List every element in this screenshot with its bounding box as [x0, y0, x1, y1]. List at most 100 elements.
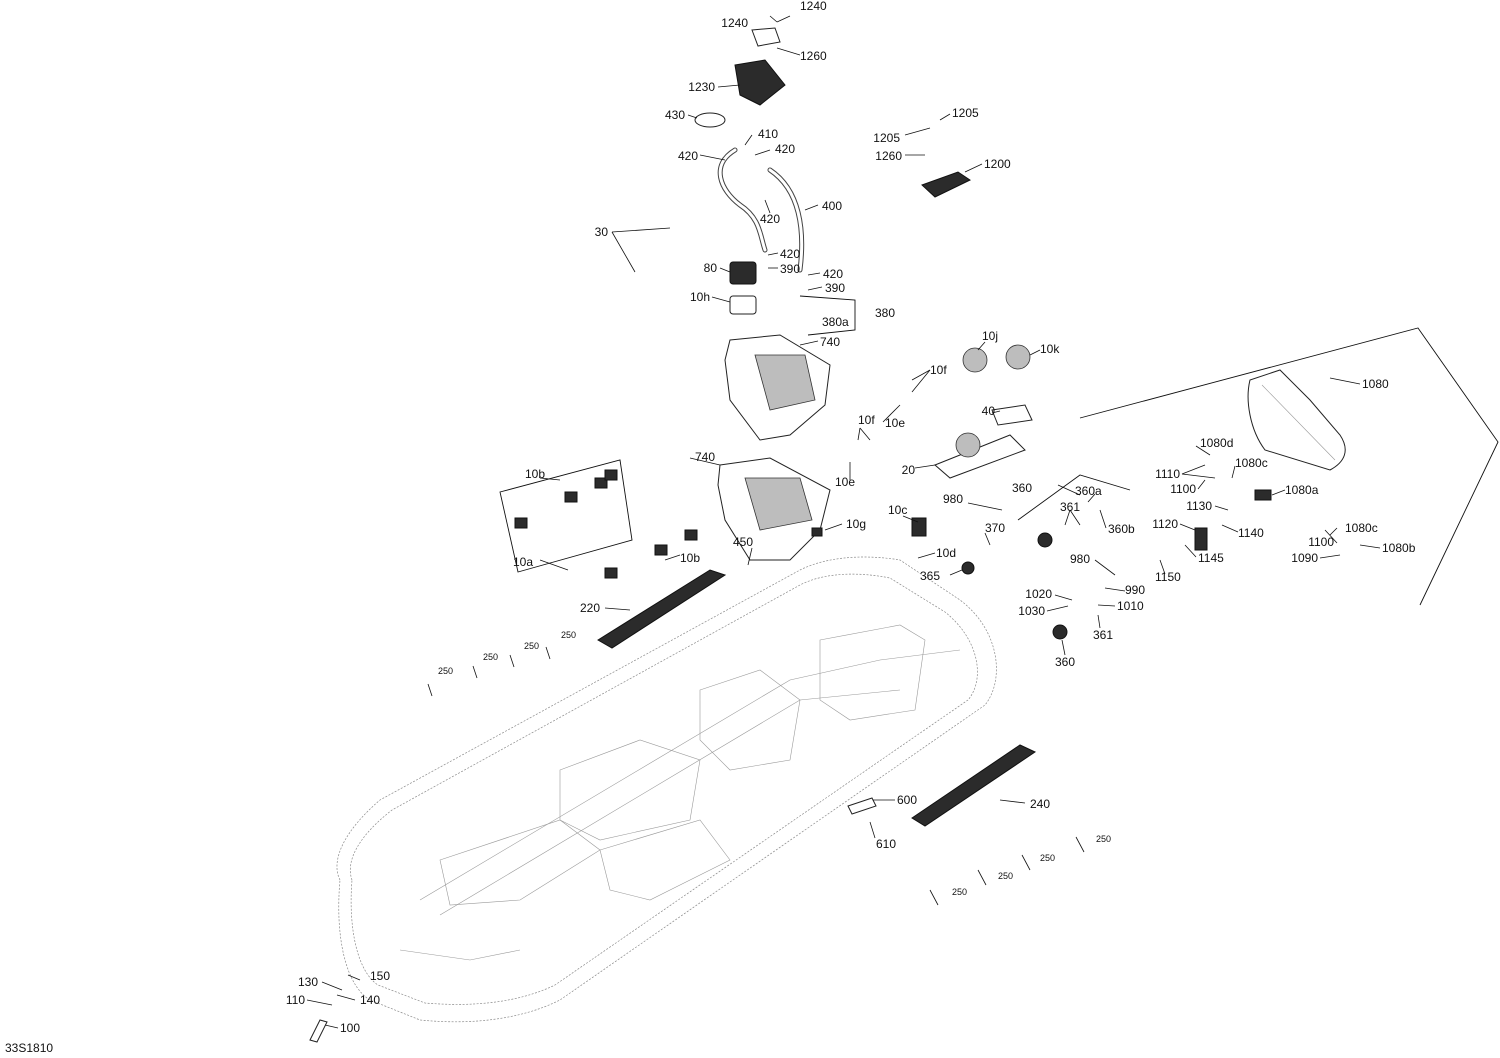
part-10c-shape [911, 517, 927, 537]
callout-labels: 1240 1240 1260 1230 430 410 420 420 420 … [286, 0, 1416, 1035]
callout-label: 365 [920, 569, 940, 583]
part-10j-shape [962, 347, 988, 373]
callout-label: 360 [1055, 655, 1075, 669]
part-360-upper-shape [1037, 532, 1053, 548]
callout-label: 1080d [1200, 436, 1233, 450]
callout-label: 10k [1040, 342, 1060, 356]
callout-label: 740 [695, 450, 715, 464]
part-600-shape [847, 797, 877, 815]
callout-label: 390 [780, 262, 800, 276]
leader-lines [306, 15, 1381, 1029]
callout-label: 250 [998, 871, 1013, 881]
callout-label: 10e [885, 416, 905, 430]
callout-label: 10b [680, 551, 700, 565]
callout-label: 361 [1060, 500, 1080, 514]
callout-label: 10f [858, 413, 875, 427]
callout-label: 1240 [721, 16, 748, 30]
callout-label: 420 [823, 267, 843, 281]
callout-label: 360 [1012, 481, 1032, 495]
callout-label: 1230 [688, 80, 715, 94]
part-10g-shape [811, 527, 823, 537]
part-10h-shape [729, 295, 757, 315]
callout-label: 250 [952, 887, 967, 897]
part-10k-shape [1005, 344, 1031, 370]
callout-label: 10c [888, 503, 907, 517]
callout-label: 140 [360, 993, 380, 1007]
callout-label: 1200 [984, 157, 1011, 171]
callout-label: 250 [483, 652, 498, 662]
callout-label: 10a [513, 555, 533, 569]
callout-label: 1240 [800, 0, 827, 13]
callout-label: 980 [943, 492, 963, 506]
callout-label: 1120 [1152, 517, 1178, 531]
callout-label: 1080c [1235, 456, 1268, 470]
callout-label: 1140 [1238, 526, 1264, 540]
callout-label: 600 [897, 793, 917, 807]
callout-label: 1080 [1362, 377, 1389, 391]
reference-code: 33S1810 [5, 1041, 53, 1055]
callout-label: 10e [835, 475, 855, 489]
callout-label: 110 [286, 993, 305, 1007]
callout-label: 1110 [1155, 467, 1180, 481]
callout-label: 250 [1096, 834, 1111, 844]
part-365-shape [961, 561, 975, 575]
parts [309, 27, 1346, 1043]
part-1200-shape [921, 171, 972, 198]
callout-label: 420 [678, 149, 698, 163]
callout-label: 610 [876, 837, 896, 851]
callout-label: 450 [733, 535, 753, 549]
callout-label: 10h [690, 290, 710, 304]
callout-label: 250 [438, 666, 453, 676]
callout-label: 1130 [1186, 499, 1212, 513]
part-100-shape [309, 1019, 328, 1043]
callout-label: 150 [370, 969, 390, 983]
callout-label: 10f [930, 363, 947, 377]
callout-label: 380 [875, 306, 895, 320]
callout-label: 1100 [1308, 535, 1334, 549]
callout-label: 980 [1070, 552, 1090, 566]
callout-label: 1145 [1198, 551, 1224, 565]
part-430-shape [694, 112, 726, 128]
part-220-shape [597, 569, 727, 649]
callout-label: 10b [525, 467, 545, 481]
callout-label: 250 [1040, 853, 1055, 863]
callout-label: 400 [822, 199, 842, 213]
part-20-shape [934, 434, 1026, 479]
callout-label: 370 [985, 521, 1005, 535]
callout-label: 10j [982, 329, 998, 343]
callout-label: 420 [780, 247, 800, 261]
callout-label: 1090 [1291, 551, 1318, 565]
part-1080a-shape [1254, 489, 1272, 501]
callout-label: 360a [1075, 484, 1102, 498]
callout-label: 1205 [952, 106, 979, 120]
callout-label: 10g [846, 517, 866, 531]
callout-label: 990 [1125, 583, 1145, 597]
callout-label: 410 [758, 127, 778, 141]
callout-label: 1260 [800, 49, 827, 63]
callout-label: 420 [775, 142, 795, 156]
callout-label: 20 [902, 463, 916, 477]
part-40-shape [991, 404, 1033, 426]
callout-label: 1080c [1345, 521, 1378, 535]
callout-label: 100 [340, 1021, 360, 1035]
callout-label: 250 [524, 641, 539, 651]
callout-label: 1260 [875, 149, 902, 163]
callout-label: 30 [595, 225, 609, 239]
part-1120-shape [1194, 527, 1208, 551]
callout-label: 360b [1108, 522, 1135, 536]
callout-label: 80 [704, 261, 718, 275]
callout-label: 1020 [1025, 587, 1052, 601]
callout-label: 1030 [1018, 604, 1045, 618]
callout-label: 390 [825, 281, 845, 295]
callout-label: 220 [580, 601, 600, 615]
callout-label: 1080b [1382, 541, 1416, 555]
part-1080-shape [1247, 369, 1346, 471]
part-1260-shape [751, 27, 781, 47]
callout-label: 1205 [873, 131, 900, 145]
callout-label: 361 [1093, 628, 1113, 642]
callout-label: 1150 [1155, 570, 1181, 584]
callout-label: 430 [665, 108, 685, 122]
callout-label: 40 [982, 404, 996, 418]
